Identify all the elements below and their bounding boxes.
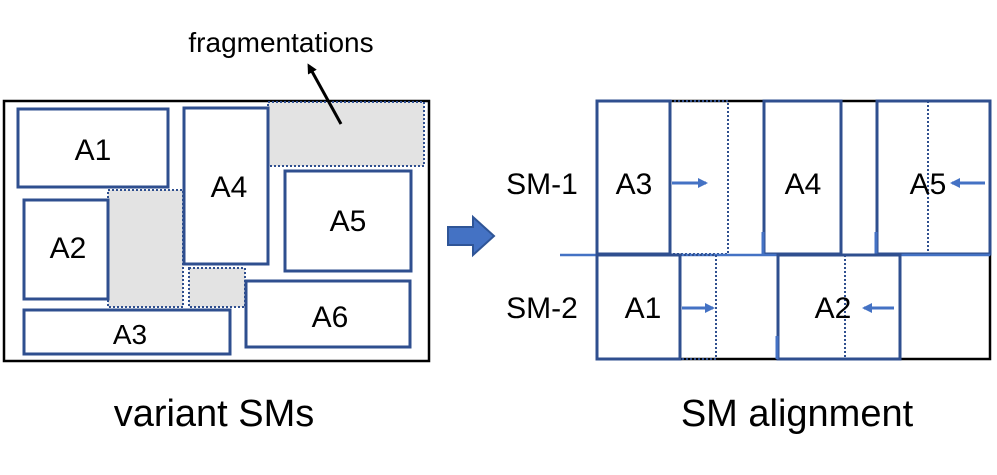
block-a4-label: A4 — [211, 171, 248, 204]
block-a4-rect — [182, 106, 270, 266]
block-a6-rect — [244, 279, 412, 349]
sm2-block-a2-rect — [776, 253, 902, 361]
sm2-block-a2-label: A2 — [815, 292, 852, 325]
block-a1-label: A1 — [75, 134, 112, 167]
transform-arrow-icon — [447, 214, 496, 258]
sm2-block-a1-dotted — [679, 254, 717, 360]
block-a1-rect — [16, 107, 170, 189]
right-panel: A3 A4 A5 A1 A2 SM-1 SM-2 SM alignment — [506, 99, 992, 435]
block-a2-rect — [22, 198, 110, 301]
left-panel: A1 A4 A5 A2 A6 A3 fragmentations variant… — [2, 27, 431, 435]
fragmentations-label: fragmentations — [188, 27, 373, 58]
sm1-block-a3-dotted — [669, 100, 729, 255]
fragment-top-right — [267, 101, 425, 167]
block-a6-label: A6 — [312, 301, 349, 334]
left-caption: variant SMs — [114, 393, 315, 435]
sm2-block-a1-label: A1 — [625, 292, 662, 325]
sm1-block-a5-label: A5 — [910, 168, 947, 201]
block-a3-label: A3 — [113, 319, 147, 350]
block-a5-label: A5 — [330, 205, 367, 238]
block-a5-rect — [283, 169, 413, 273]
sm1-block-a3-label: A3 — [616, 168, 653, 201]
fragment-middle — [107, 189, 184, 308]
sm2-row-label: SM-2 — [506, 292, 578, 325]
sm1-row-label: SM-1 — [506, 168, 578, 201]
fragment-small — [188, 267, 246, 308]
sm-frame-left — [2, 99, 431, 363]
block-a2-label: A2 — [50, 232, 87, 265]
fragmentations-arrow — [307, 63, 343, 125]
sm1-block-a4-label: A4 — [785, 168, 822, 201]
right-caption: SM alignment — [681, 393, 914, 435]
block-a3-rect — [22, 308, 232, 356]
